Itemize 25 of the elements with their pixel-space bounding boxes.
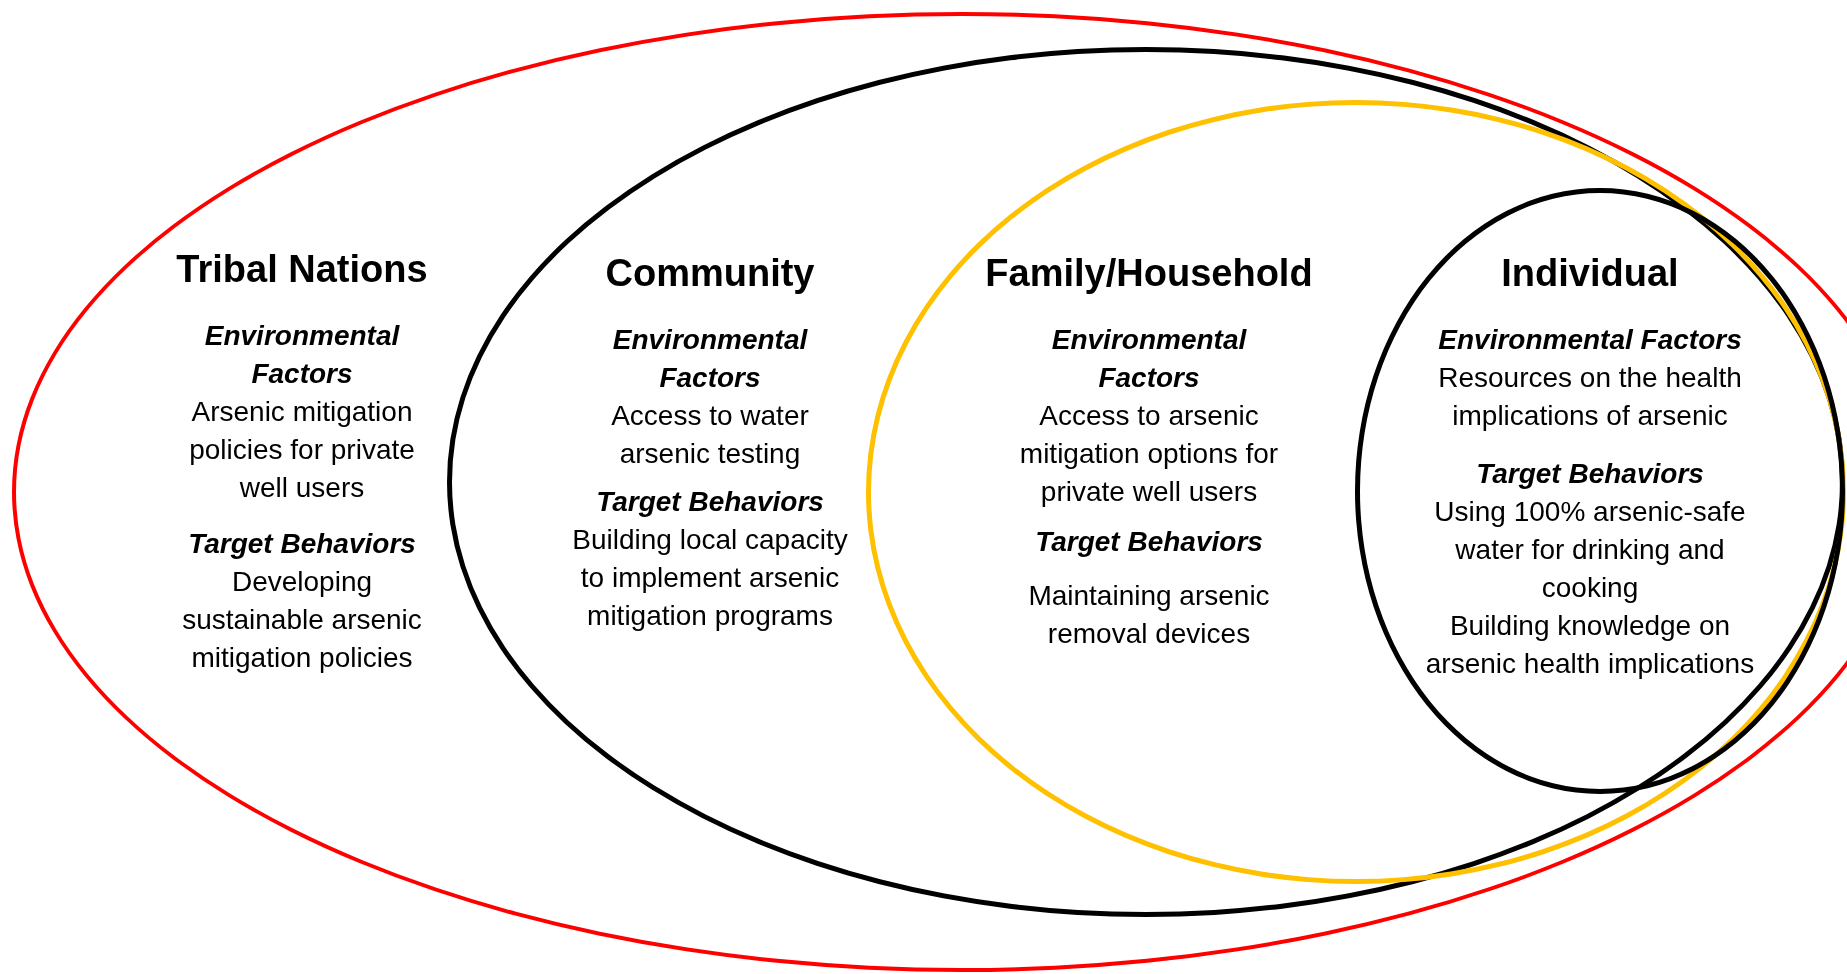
level-title: Individual <box>1501 251 1679 295</box>
section-heading: Environmental Factors <box>203 319 401 391</box>
description-text: Arsenic mitigation policies for private well users <box>188 395 416 505</box>
section-heading: Target Behaviors <box>1035 525 1263 559</box>
level-ellipse <box>866 100 1846 884</box>
section-heading: Environmental Factors <box>611 323 809 395</box>
level-title: Tribal Nations <box>176 247 428 291</box>
level-ellipse <box>1355 188 1845 794</box>
section-heading: Target Behaviors <box>1476 457 1704 491</box>
section-heading: Environmental Factors <box>1050 323 1248 395</box>
description-text: Building local capacity to implement arsenic mitigation programs <box>571 523 849 633</box>
description-text: Resources on the health implications of arsenic <box>1437 361 1743 433</box>
description-text: Access to arsenic mitigation options for private well users <box>1018 399 1280 509</box>
description-text: Maintaining arsenic removal devices <box>1027 579 1271 651</box>
description-text: Using 100% arsenic-safe water for drinking and cooking <box>1433 495 1747 605</box>
level-title: Family/Household <box>985 251 1313 295</box>
description-text: Developing sustainable arsenic mitigation policies <box>181 565 423 675</box>
section-heading: Target Behaviors <box>596 485 824 519</box>
level-ellipse <box>447 47 1845 917</box>
level-title: Community <box>605 251 815 295</box>
section-heading: Environmental Factors <box>1438 323 1742 357</box>
description-text: Building knowledge on arsenic health implications <box>1424 609 1756 681</box>
description-text: Access to water arsenic testing <box>610 399 810 471</box>
level-ellipse <box>12 12 1847 972</box>
section-heading: Target Behaviors <box>188 527 416 561</box>
